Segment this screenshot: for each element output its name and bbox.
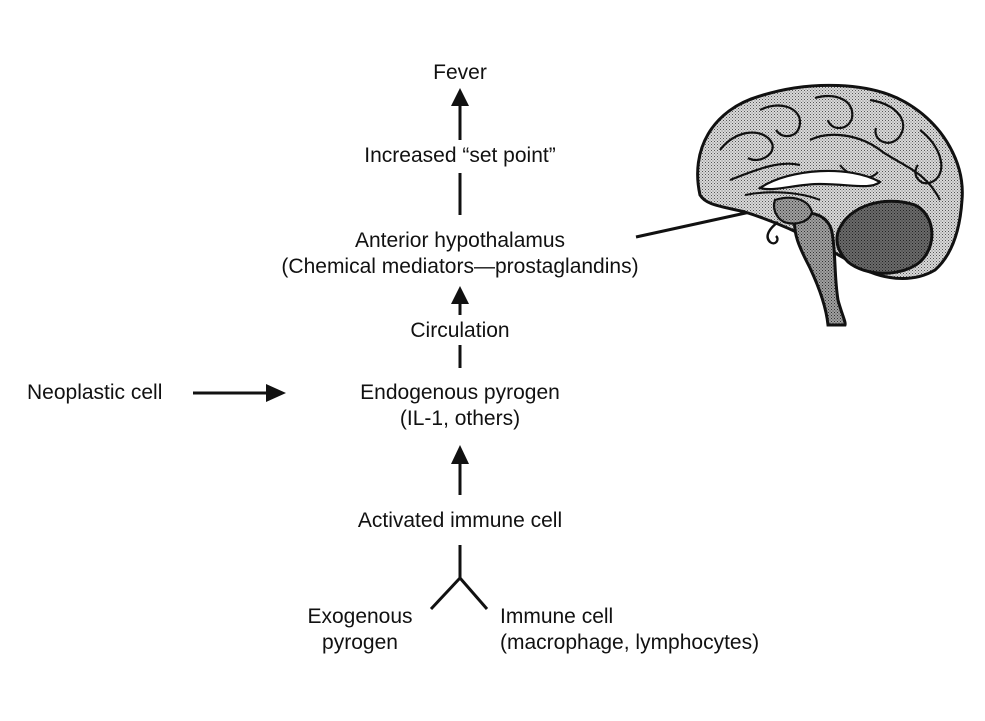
arrow-setpoint-to-fever — [451, 88, 469, 140]
node-activated-immune-cell-label: Activated immune cell — [357, 509, 563, 532]
node-immune-cell: Immune cell (macrophage, lymphocytes) — [500, 604, 810, 656]
arrow-neoplastic-to-endogenous — [193, 384, 286, 402]
node-exogenous-pyrogen-line2: pyrogen — [322, 631, 398, 654]
node-activated-immune-cell: Activated immune cell — [320, 508, 600, 534]
arrow-circulation-to-hypothalamus — [451, 286, 469, 315]
node-immune-cell-line2: (macrophage, lymphocytes) — [500, 631, 760, 654]
node-anterior-hypothalamus-line2: (Chemical mediators—prostaglandins) — [281, 255, 639, 278]
node-neoplastic-cell-label: Neoplastic cell — [27, 381, 163, 404]
node-set-point: Increased “set point” — [330, 143, 590, 169]
node-exogenous-pyrogen: Exogenous pyrogen — [290, 604, 430, 656]
node-anterior-hypothalamus-line1: Anterior hypothalamus — [354, 229, 566, 252]
node-fever: Fever — [400, 60, 520, 86]
junction-inputs-to-activated — [429, 545, 489, 611]
brain-sagittal-section-icon — [696, 83, 964, 327]
node-exogenous-pyrogen-line1: Exogenous — [307, 605, 413, 628]
node-circulation: Circulation — [380, 318, 540, 344]
node-endogenous-pyrogen-line1: Endogenous pyrogen — [360, 381, 560, 404]
node-immune-cell-line1: Immune cell — [500, 605, 614, 628]
node-set-point-label: Increased “set point” — [364, 144, 556, 167]
arrow-activated-to-endogenous — [451, 445, 469, 495]
node-fever-label: Fever — [433, 61, 487, 84]
node-circulation-label: Circulation — [410, 319, 510, 342]
node-endogenous-pyrogen-line2: (IL-1, others) — [399, 407, 521, 430]
node-neoplastic-cell: Neoplastic cell — [27, 380, 197, 406]
node-anterior-hypothalamus: Anterior hypothalamus (Chemical mediator… — [250, 228, 670, 280]
node-endogenous-pyrogen: Endogenous pyrogen (IL-1, others) — [320, 380, 600, 432]
